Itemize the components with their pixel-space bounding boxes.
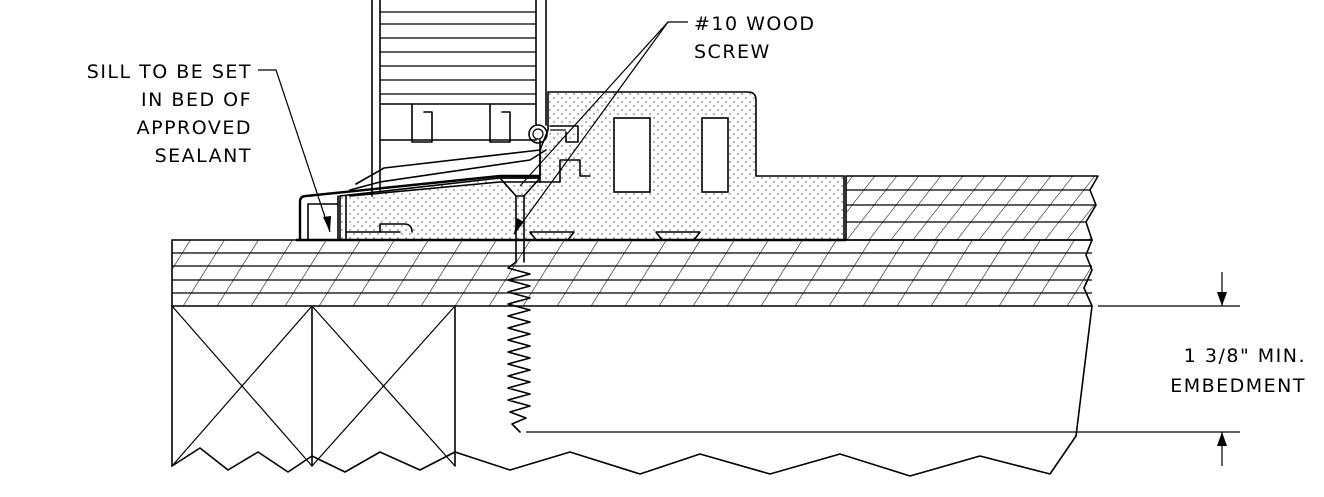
wood-screw	[499, 177, 541, 433]
screw-note-line-2: SCREW	[694, 41, 771, 63]
screw-note: #10 WOOD SCREW	[694, 13, 815, 63]
leaders	[258, 21, 688, 235]
screw-note-line-1: #10 WOOD	[694, 13, 815, 35]
sill-note-line-4: SEALANT	[155, 145, 252, 167]
floor-joist	[171, 305, 1093, 477]
embedment-note-line-2: EMBEDMENT	[1170, 375, 1306, 397]
subfloor-decking	[171, 239, 1093, 307]
sill-note-line-1: SILL TO BE SET	[87, 61, 252, 83]
threshold-hardwood	[845, 175, 1099, 241]
sill-foam-core	[339, 91, 845, 241]
sill-sealant-note: SILL TO BE SET IN BED OF APPROVED SEALAN…	[87, 61, 252, 167]
sill-note-line-3: APPROVED	[137, 117, 252, 139]
door-panel	[349, 0, 579, 197]
embedment-note: 1 3/8" MIN. EMBEDMENT	[1170, 345, 1306, 397]
sill-note-line-2: IN BED OF	[141, 89, 252, 111]
embedment-note-line-1: 1 3/8" MIN.	[1184, 345, 1306, 367]
aluminum-sill-extrusion	[296, 139, 846, 242]
embedment-dimension	[526, 272, 1240, 466]
